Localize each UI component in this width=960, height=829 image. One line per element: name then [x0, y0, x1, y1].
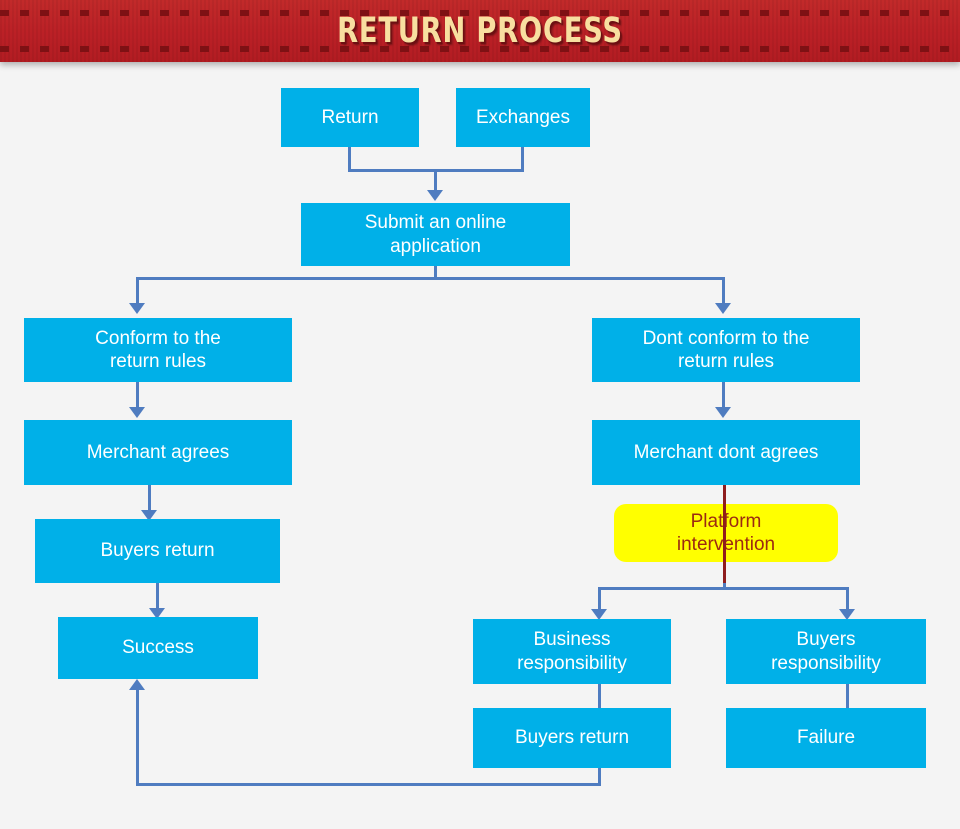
connector-split-to-buyers-resp [846, 587, 849, 612]
connector-buyers-resp-to-failure [846, 684, 849, 708]
connector-exchanges-down [521, 147, 524, 172]
node-conform-label: Conform to the return rules [95, 327, 221, 372]
arrow-into-buyers-return-left [141, 510, 157, 521]
node-buyers-return-left-label: Buyers return [100, 540, 215, 562]
connector-buyers-return-to-success [156, 583, 159, 611]
connector-split-to-business-resp [598, 587, 601, 612]
connector-business-resp-to-buyers-return [598, 684, 601, 708]
node-merchant-dont-agrees-label: Merchant dont agrees [633, 441, 819, 463]
arrow-into-buyers-responsibility [839, 609, 855, 620]
arrow-into-merchant-agrees [129, 407, 145, 418]
banner-dashed-line-top [0, 10, 960, 16]
connector-merchant-agrees-to-buyers-return [148, 485, 151, 513]
node-buyers-responsibility[interactable]: Buyers responsibility [726, 619, 926, 684]
node-conform-to-return-rules[interactable]: Conform to the return rules [24, 318, 292, 382]
node-failure-label: Failure [796, 727, 856, 749]
node-merchant-agrees[interactable]: Merchant agrees [24, 420, 292, 485]
connector-split-right-down [722, 277, 725, 306]
node-merchant-agrees-label: Merchant agrees [86, 441, 230, 463]
arrow-into-success [149, 608, 165, 619]
node-exchanges[interactable]: Exchanges [456, 88, 590, 147]
node-buyers-return-right[interactable]: Buyers return [473, 708, 671, 768]
connector-return-down [348, 147, 351, 172]
connector-merchant-dont-to-platform [723, 485, 726, 583]
connector-responsibility-split-bar [598, 587, 849, 590]
node-buyers-return-right-label: Buyers return [514, 727, 630, 749]
page-title: RETURN PROCESS [337, 11, 623, 51]
arrow-into-business-responsibility [591, 609, 607, 620]
node-failure[interactable]: Failure [726, 708, 926, 768]
arrow-into-conform [129, 303, 145, 314]
node-success[interactable]: Success [58, 617, 258, 679]
node-submit-application-label: Submit an online application [364, 212, 507, 257]
node-return-label: Return [321, 106, 379, 128]
node-business-responsibility-label: Business responsibility [517, 629, 627, 674]
node-buyers-return-left[interactable]: Buyers return [35, 519, 280, 583]
node-dont-conform-label: Dont conform to the return rules [642, 327, 810, 372]
node-business-responsibility[interactable]: Business responsibility [473, 619, 671, 684]
header-banner: RETURN PROCESS [0, 0, 960, 62]
node-return[interactable]: Return [281, 88, 419, 147]
node-buyers-responsibility-label: Buyers responsibility [771, 629, 881, 674]
connector-return-loop-bar [136, 783, 600, 786]
connector-join-to-submit [434, 169, 437, 195]
connector-submit-down [434, 266, 437, 280]
node-dont-conform-to-return-rules[interactable]: Dont conform to the return rules [592, 318, 860, 382]
connector-platform-down [723, 576, 726, 590]
node-submit-application[interactable]: Submit an online application [301, 203, 570, 266]
arrow-into-merchant-dont-agrees [715, 407, 731, 418]
connector-conform-to-merchant-agrees [136, 382, 139, 410]
banner-dashed-line-bottom [0, 46, 960, 52]
node-exchanges-label: Exchanges [475, 106, 570, 128]
arrow-into-submit [427, 190, 443, 201]
connector-split-bar [136, 277, 725, 280]
node-platform-intervention[interactable]: Platform intervention [614, 504, 838, 562]
arrow-into-dont-conform [715, 303, 731, 314]
connector-split-left-down [136, 277, 139, 306]
node-merchant-dont-agrees[interactable]: Merchant dont agrees [592, 420, 860, 485]
connector-buyers-return-right-down [598, 768, 601, 786]
node-success-label: Success [122, 637, 194, 659]
connector-return-loop-up [136, 688, 139, 785]
connector-dont-conform-to-merchant-dont [722, 382, 725, 410]
arrow-into-success-from-loop [129, 679, 145, 690]
